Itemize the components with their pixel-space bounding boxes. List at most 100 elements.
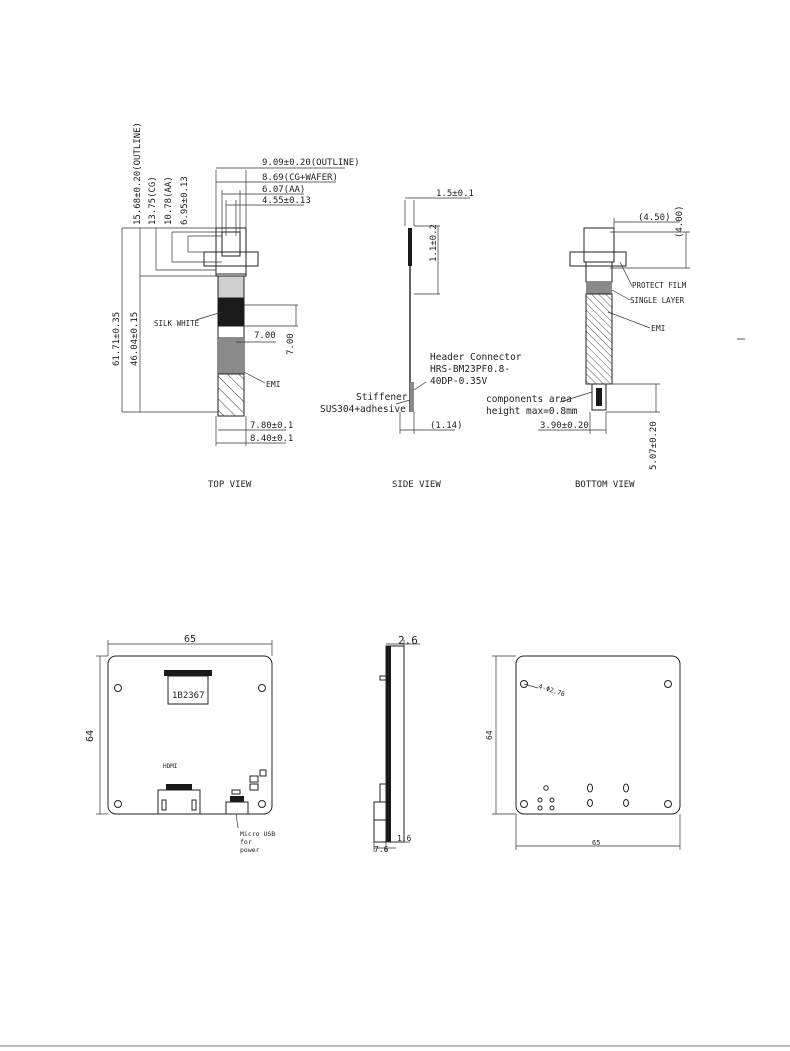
dim-4604: 46.04±0.15 <box>130 312 140 366</box>
board-back: 64 65 4-Φ2.76 <box>485 655 681 850</box>
usb-connector <box>230 796 244 802</box>
holes-label: 4-Φ2.76 <box>537 682 566 698</box>
dim-15: 1.5±0.1 <box>436 189 474 199</box>
bottom-view: (4.50) (4.00) PROTECT FILM SINGLE LAYER … <box>486 205 690 490</box>
emi-area <box>585 293 613 385</box>
emi-hatch <box>217 373 245 417</box>
dim-16: 1.6 <box>397 834 412 843</box>
micro-usb-label-1: Micro USB <box>240 830 275 838</box>
micro-usb-label-3: power <box>240 846 260 854</box>
slot-3 <box>587 799 593 807</box>
pad-3 <box>549 797 555 803</box>
connector-area <box>591 383 607 411</box>
hdmi-latch-l <box>161 799 167 811</box>
dim-840: 8.40±0.1 <box>250 434 293 444</box>
slot-4 <box>623 799 629 807</box>
side-view: 1.5±0.1 1.1±0.2 Header Connector HRS-BM2… <box>320 189 522 490</box>
mounting-tab <box>203 251 259 267</box>
pad-2 <box>537 797 543 803</box>
board-back-outline <box>515 655 681 815</box>
smd-part-1 <box>249 775 259 783</box>
screen-label: 1B2367 <box>172 691 205 701</box>
stiffener-block <box>410 382 414 412</box>
components-area-label: components area <box>486 394 572 405</box>
dim-aa-height: 10.78(AA) <box>164 176 174 225</box>
emi-label-bottom: EMI <box>651 324 666 333</box>
top-view: 9.09±0.20(OUTLINE) 8.69(CG+WAFER) 6.07(A… <box>112 122 360 490</box>
mounting-tab-back <box>569 251 627 267</box>
hdmi-label: HDMI <box>163 763 178 770</box>
stiffener-label: Stiffener <box>356 392 408 403</box>
dim-390: 3.90±0.20 <box>540 421 589 431</box>
dim-cg-height: 13.75(CG) <box>148 176 158 225</box>
single-layer-label: SINGLE LAYER <box>630 296 685 305</box>
board-front-width: 65 <box>184 634 196 645</box>
components-height-label: height max=0.8mm <box>486 406 578 417</box>
dim-700b: 7.00 <box>286 333 296 355</box>
silk-white-label: SILK WHITE <box>154 319 200 328</box>
fpc-connector <box>164 670 212 676</box>
back-hole-tl <box>520 680 528 688</box>
header-connector-1: Header Connector <box>430 352 522 363</box>
dim-76: 7.6 <box>374 845 389 854</box>
top-view-caption: TOP VIEW <box>208 480 252 490</box>
board-front: 65 64 1B2367 HDMI Micro USB for power <box>85 634 275 854</box>
silk-white-block <box>218 298 244 326</box>
dim-outline-width: 9.09±0.20(OUTLINE) <box>262 158 360 168</box>
back-hole-tr <box>664 680 672 688</box>
stiffener-material: SUS304+adhesive <box>320 404 406 415</box>
board-back-width: 65 <box>592 839 600 847</box>
emi-label: EMI <box>266 380 281 389</box>
usb-pad <box>231 789 241 795</box>
hdmi-port-outline <box>157 789 201 815</box>
smd-part-3 <box>249 783 259 791</box>
smd-part-2 <box>259 769 267 777</box>
board-side: 2.6 1.6 7.6 <box>373 634 420 854</box>
slot-1 <box>587 783 593 793</box>
board-thickness: 2.6 <box>398 634 418 647</box>
display-back <box>583 227 615 263</box>
flex-grey-band <box>217 275 245 299</box>
dim-cg-wafer: 8.69(CG+WAFER) <box>262 173 338 183</box>
header-connector-2: HRS-BM23PF0.8- <box>430 364 510 375</box>
pad-4 <box>537 805 543 811</box>
mount-hole-tl <box>114 684 122 692</box>
usb-port-outline <box>225 801 249 815</box>
dim-450: (4.50) <box>638 213 671 223</box>
header-connector-3: 40DP-0.35V <box>430 376 487 387</box>
lcd-window <box>167 675 209 705</box>
mount-hole-br <box>258 800 266 808</box>
mount-hole-bl <box>114 800 122 808</box>
dim-780: 7.80±0.1 <box>250 421 293 431</box>
back-hole-bl <box>520 800 528 808</box>
dim-400: (4.00) <box>675 205 685 238</box>
side-view-caption: SIDE VIEW <box>392 480 441 490</box>
board-side-pcb <box>386 646 391 842</box>
bottom-view-caption: BOTTOM VIEW <box>575 480 635 490</box>
single-layer <box>586 282 612 294</box>
dim-455: 4.55±0.13 <box>262 196 311 206</box>
dim-11: 1.1±0.2 <box>429 224 439 262</box>
dim-aa-width: 6.07(AA) <box>262 185 305 195</box>
micro-usb-label-2: for <box>240 838 252 846</box>
emi-grey-band <box>218 338 244 374</box>
flex-gap <box>217 325 245 339</box>
board-back-height: 64 <box>485 730 494 740</box>
glass-stack <box>408 228 412 266</box>
protect-film-label: PROTECT FILM <box>632 281 687 290</box>
hdmi-connector <box>166 784 192 790</box>
hdmi-latch-r <box>191 799 197 811</box>
board-front-height: 64 <box>85 730 96 742</box>
pad-1 <box>543 785 549 791</box>
side-part-1 <box>379 675 387 681</box>
dim-700a: 7.00 <box>254 331 276 341</box>
back-hole-br <box>664 800 672 808</box>
dim-507: 5.07±0.20 <box>649 421 659 470</box>
mount-hole-tr <box>258 684 266 692</box>
dim-114: (1.14) <box>430 421 463 431</box>
dim-695: 6.95±0.13 <box>180 176 190 225</box>
active-area <box>221 231 241 257</box>
slot-2 <box>623 783 629 793</box>
dim-outline-height: 15.68±0.20(OUTLINE) <box>133 122 143 225</box>
side-part-2 <box>379 783 387 803</box>
